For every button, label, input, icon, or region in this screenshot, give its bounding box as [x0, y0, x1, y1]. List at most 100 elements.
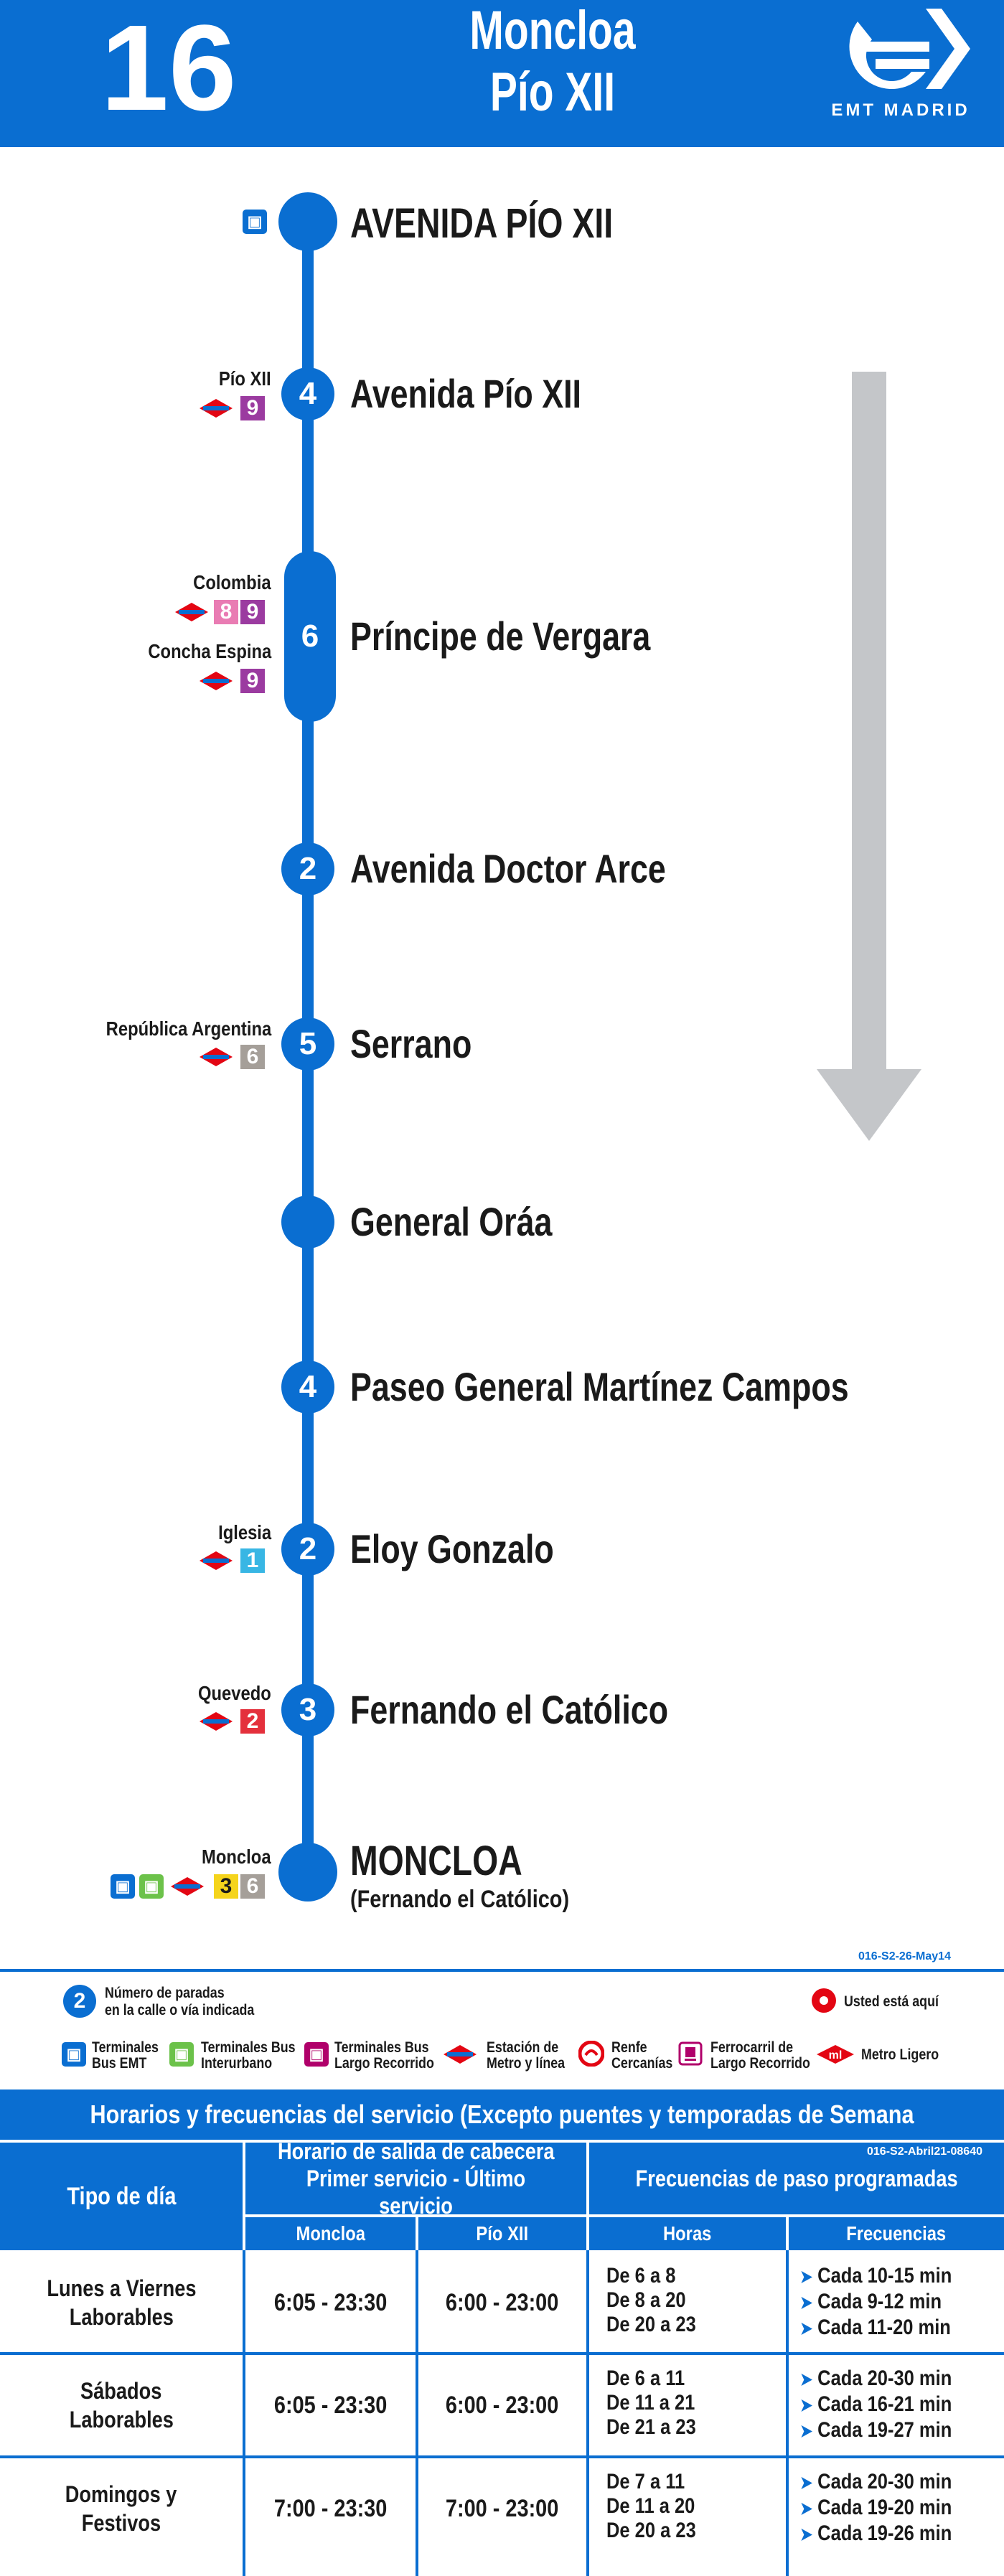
table-code: 016-S2-Abril21-08640 — [867, 2145, 982, 2158]
legend-metro-icon — [444, 2045, 477, 2064]
row-frequencies: ➤ Cada 10-15 min ➤ Cada 9-12 min ➤ Cada … — [800, 2264, 952, 2339]
legend-label: Terminales Bus — [201, 2039, 296, 2056]
chevron-right-icon: ➤ — [800, 2293, 813, 2313]
stop-count-badge[interactable]: 2 — [281, 1523, 334, 1576]
sub-moncloa: Moncloa — [245, 2217, 416, 2250]
stop-count-badge[interactable]: 5 — [281, 1017, 334, 1071]
stop-count-badge[interactable]: 3 — [281, 1683, 334, 1736]
grid-line — [0, 2455, 1004, 2458]
stop-marker[interactable] — [278, 192, 337, 251]
stop-count-badge[interactable]: 4 — [281, 367, 334, 420]
stop-name[interactable]: Eloy Gonzalo — [350, 1526, 554, 1571]
metro-icon — [171, 1877, 204, 1896]
legend-label: Ferrocarril de — [710, 2039, 794, 2056]
legend-label: Largo Recorrido — [710, 2055, 810, 2072]
metro-icon — [200, 399, 233, 418]
destination-line-1: Moncloa — [469, 0, 636, 61]
metro-icon — [200, 672, 233, 690]
col-day-header: Tipo de día — [0, 2143, 243, 2250]
direction-arrow-shaft — [852, 372, 886, 1075]
legend-label: Metro y línea — [487, 2055, 566, 2072]
legend-renfe-icon — [578, 2041, 604, 2067]
grid-line — [586, 2250, 589, 2576]
legend-label: Largo Recorrido — [334, 2055, 434, 2072]
route-destination: Moncloa Pío XII — [337, 0, 768, 123]
sub-pio: Pío XII — [418, 2217, 586, 2250]
route-number: 16 — [100, 0, 237, 136]
stop-name[interactable]: Serrano — [350, 1021, 472, 1066]
stop-count-badge[interactable]: 2 — [281, 842, 334, 896]
metro-icon — [200, 1712, 233, 1731]
emt-logo-icon — [849, 9, 970, 90]
legend-label: Renfe — [611, 2039, 647, 2056]
legend-label: Bus EMT — [92, 2055, 147, 2072]
chevron-right-icon: ➤ — [800, 2319, 813, 2338]
metro-line-badge: 9 — [240, 600, 265, 624]
stop-count-badge[interactable]: 4 — [281, 1360, 334, 1414]
sub-horas: Horas — [589, 2217, 786, 2250]
stop-count-badge[interactable]: 6 — [284, 551, 336, 722]
metro-station-name: Pío XII — [219, 367, 271, 390]
chevron-right-icon: ➤ — [800, 2422, 813, 2441]
row-moncloa-time: 7:00 - 23:30 — [273, 2494, 388, 2522]
legend-interurban-icon: ▣ — [169, 2042, 194, 2067]
metro-icon — [175, 603, 208, 621]
legend-stop-count-line-1: Número de paradas — [105, 1985, 225, 2001]
chevron-right-icon: ➤ — [800, 2473, 813, 2493]
emt-logo-text: EMT MADRID — [831, 100, 970, 120]
legend-bus-terminal-icon: ▣ — [62, 2042, 86, 2067]
metro-station-name: Colombia — [193, 571, 271, 593]
stop-name[interactable]: Fernando el Católico — [350, 1687, 669, 1732]
direction-arrow-icon — [817, 1069, 921, 1141]
metro-icon — [200, 1551, 233, 1570]
grid-line — [243, 2250, 245, 2576]
legend-you-are-here: Usted está aquí — [844, 1993, 939, 2010]
chevron-right-icon: ➤ — [800, 2267, 813, 2287]
stop-marker[interactable] — [281, 1195, 334, 1249]
metro-station-name: República Argentina — [105, 1017, 271, 1040]
metro-line-badge: 3 — [214, 1874, 238, 1899]
stop-name[interactable]: AVENIDA PÍO XII — [350, 200, 614, 247]
map-code: 016-S2-26-May14 — [858, 1950, 951, 1962]
divider — [0, 1969, 1004, 1972]
metro-line-badge: 1 — [240, 1548, 265, 1573]
metro-station-name: Moncloa — [202, 1846, 271, 1868]
interurban-terminal-icon: ▣ — [139, 1874, 164, 1899]
stop-name[interactable]: Paseo General Martínez Campos — [350, 1364, 849, 1409]
row-moncloa-time: 6:05 - 23:30 — [273, 2391, 388, 2419]
col-departure-header: Horario de salida de cabecera Primer ser… — [245, 2138, 586, 2219]
stop-name[interactable]: MONCLOA — [350, 1838, 522, 1884]
route-header: 16 Moncloa Pío XII EMT MADRID — [0, 0, 1004, 147]
bus-terminal-icon: ▣ — [111, 1874, 135, 1899]
divider — [243, 2214, 1004, 2217]
stop-name[interactable]: Príncipe de Vergara — [350, 614, 651, 659]
metro-line-badge: 6 — [240, 1874, 265, 1899]
you-are-here-icon — [812, 1988, 836, 2013]
metro-line-badge: 6 — [240, 1045, 265, 1069]
chevron-right-icon: ➤ — [800, 2370, 813, 2389]
legend-metro-ligero-icon: ml — [817, 2045, 854, 2064]
metro-station-name: Quevedo — [198, 1682, 271, 1704]
grid-line — [0, 2352, 1004, 2355]
row-pio-time: 6:00 - 23:00 — [446, 2288, 559, 2316]
col-freq-header: Frecuencias de paso programadas — [589, 2143, 1004, 2214]
legend-label: Estación de — [487, 2039, 559, 2056]
stop-marker[interactable] — [278, 1843, 337, 1902]
metro-ligero-badge-text: ml — [829, 2049, 843, 2062]
legend-label: Terminales — [92, 2039, 159, 2056]
destination-line-2: Pío XII — [489, 62, 616, 123]
stop-name[interactable]: General Oráa — [350, 1199, 553, 1244]
stop-name[interactable]: Avenida Doctor Arce — [350, 846, 666, 891]
legend-label: Terminales Bus — [334, 2039, 429, 2056]
chevron-right-icon: ➤ — [800, 2499, 813, 2519]
metro-station-name: Iglesia — [217, 1521, 271, 1543]
metro-station-name: Concha Espina — [148, 640, 271, 662]
stop-name[interactable]: Avenida Pío XII — [350, 371, 581, 416]
legend-long-distance-rail-icon — [678, 2041, 703, 2066]
grid-line — [416, 2250, 418, 2576]
bus-terminal-icon: ▣ — [243, 210, 267, 234]
emt-logo: EMT MADRID — [818, 0, 983, 147]
